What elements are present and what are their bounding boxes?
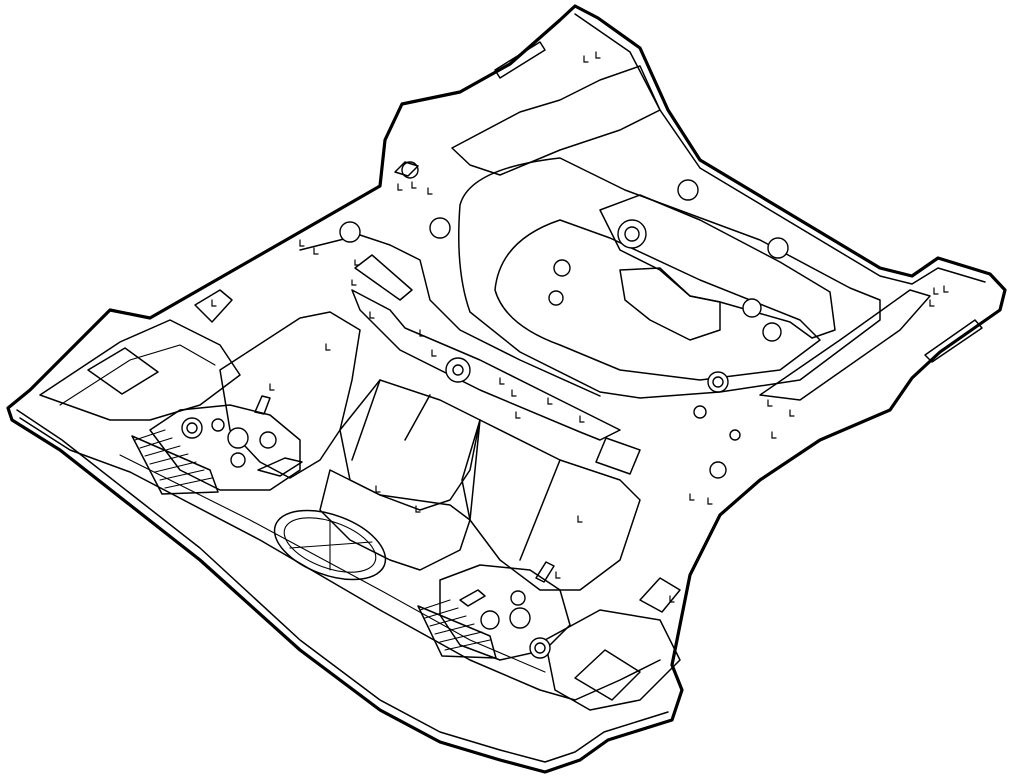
left-mount-plate	[149, 404, 301, 491]
spare-well-step	[599, 194, 836, 339]
oval-cutout	[273, 509, 387, 581]
front-lip-inner	[119, 454, 546, 673]
upper-channel	[451, 65, 661, 176]
right-raised-box	[469, 419, 641, 591]
mid-divider-3	[351, 379, 381, 461]
mid-divider-1	[461, 419, 481, 521]
oval-cross	[289, 519, 373, 571]
right-rail	[759, 289, 931, 401]
mid-divider-2	[519, 459, 561, 561]
holes	[181, 161, 789, 659]
right-corner-box	[639, 577, 681, 613]
right-mount-plate	[439, 564, 571, 661]
right-slot	[924, 319, 983, 363]
spare-well-rim	[458, 157, 881, 399]
center-crossmember	[351, 289, 621, 441]
slots	[254, 161, 641, 607]
mid-divider-4	[404, 394, 431, 441]
left-channel	[354, 254, 413, 301]
upper-slot	[494, 41, 546, 79]
left-bead-group	[131, 429, 219, 495]
crossmember-lower	[299, 234, 601, 397]
right-lower-step	[544, 609, 681, 711]
left-sill-inner	[59, 344, 216, 406]
left-sill	[39, 319, 241, 421]
panel-rim	[16, 13, 986, 763]
right-bottom-pad	[574, 649, 641, 701]
center-lower-box	[319, 469, 471, 571]
front-lip	[19, 417, 661, 701]
spare-well-floor	[494, 219, 821, 381]
left-rear-pad	[194, 289, 233, 323]
panel-outline	[6, 4, 1007, 774]
fastener-marks	[211, 51, 949, 603]
left-pad	[87, 347, 159, 395]
spare-well-ledge	[619, 267, 721, 341]
oval-cutout-inner	[283, 517, 377, 573]
